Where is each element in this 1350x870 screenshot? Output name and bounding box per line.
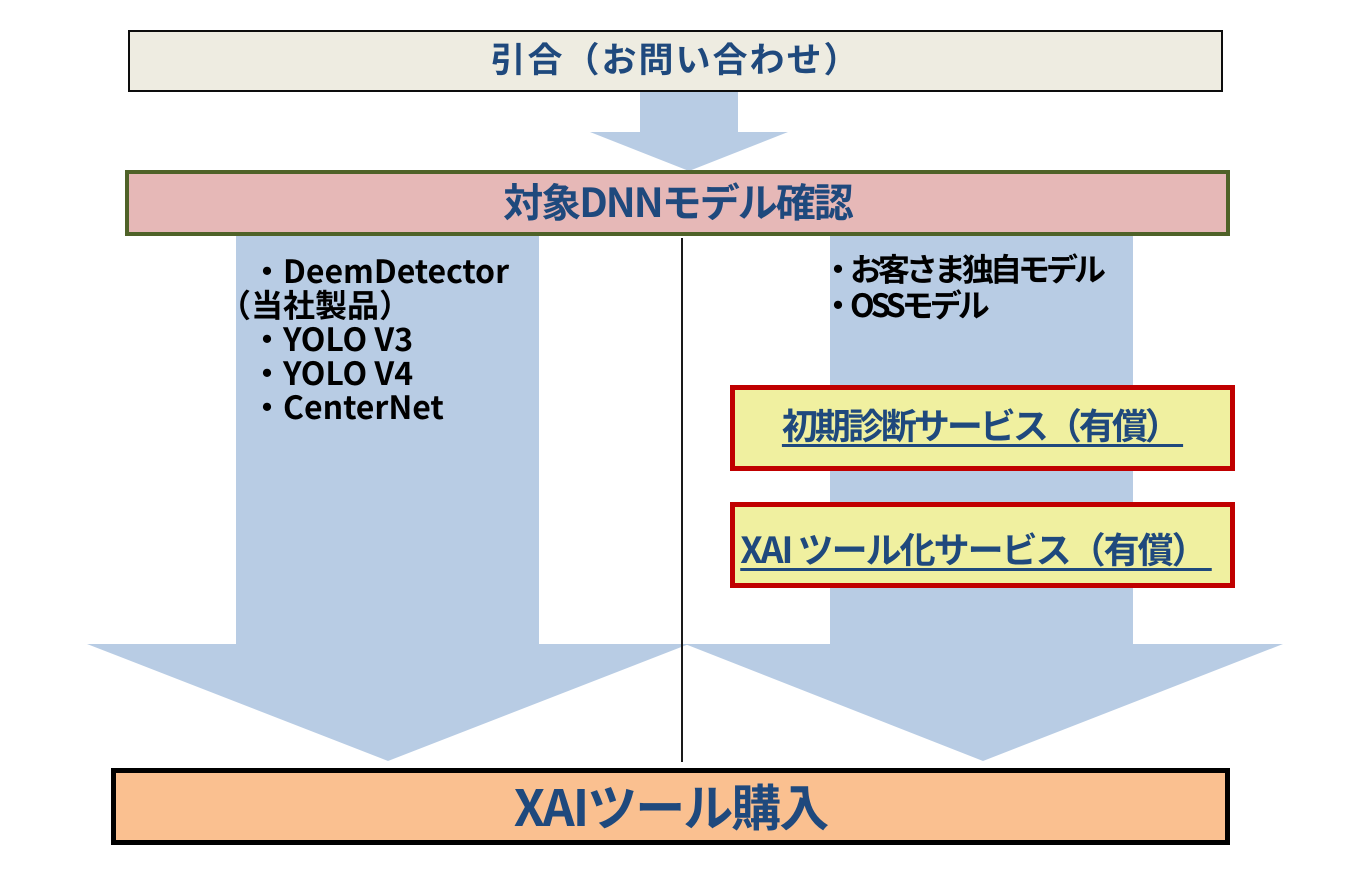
model-list-item: ・YOLO V3 xyxy=(251,315,414,361)
initial-diagnosis-service-link[interactable]: 初期診断サービス（有償） xyxy=(781,397,1184,450)
model-list-item: ・OSSモデル xyxy=(822,281,990,327)
xai-tool-purchase-label: XAIツール購入 xyxy=(513,769,829,841)
left-branch-model-list: ・DeemDetector （当社製品） ・YOLO V3 ・YOLO V4 ・… xyxy=(219,247,510,429)
inquiry-box-label: 引合（お問い合わせ） xyxy=(490,32,861,83)
dnn-model-check-label: 対象DNNモデル確認 xyxy=(503,170,853,229)
model-list-item: （当社製品） xyxy=(219,281,412,327)
xai-toolification-service-link[interactable]: XAI ツール化サービス（有償） xyxy=(740,521,1212,574)
right-branch-model-list: ・お客さま独自モデル ・OSSモデル xyxy=(822,245,1106,327)
down-arrow-right-icon xyxy=(685,234,1283,761)
dnn-model-check-box: 対象DNNモデル確認 xyxy=(125,170,1230,236)
xai-toolification-service-box[interactable]: XAI ツール化サービス（有償） xyxy=(730,502,1235,588)
model-list-item: ・CenterNet xyxy=(251,383,444,429)
xai-tool-purchase-box: XAIツール購入 xyxy=(111,768,1230,845)
down-arrow-small-icon xyxy=(590,91,788,171)
model-list-item: ・DeemDetector xyxy=(251,247,510,293)
model-list-item: ・お客さま独自モデル xyxy=(822,245,1106,291)
initial-diagnosis-service-box[interactable]: 初期診断サービス（有償） xyxy=(730,385,1235,471)
inquiry-box: 引合（お問い合わせ） xyxy=(128,30,1223,92)
down-arrow-left-icon xyxy=(87,234,689,761)
model-list-item: ・YOLO V4 xyxy=(251,349,414,395)
